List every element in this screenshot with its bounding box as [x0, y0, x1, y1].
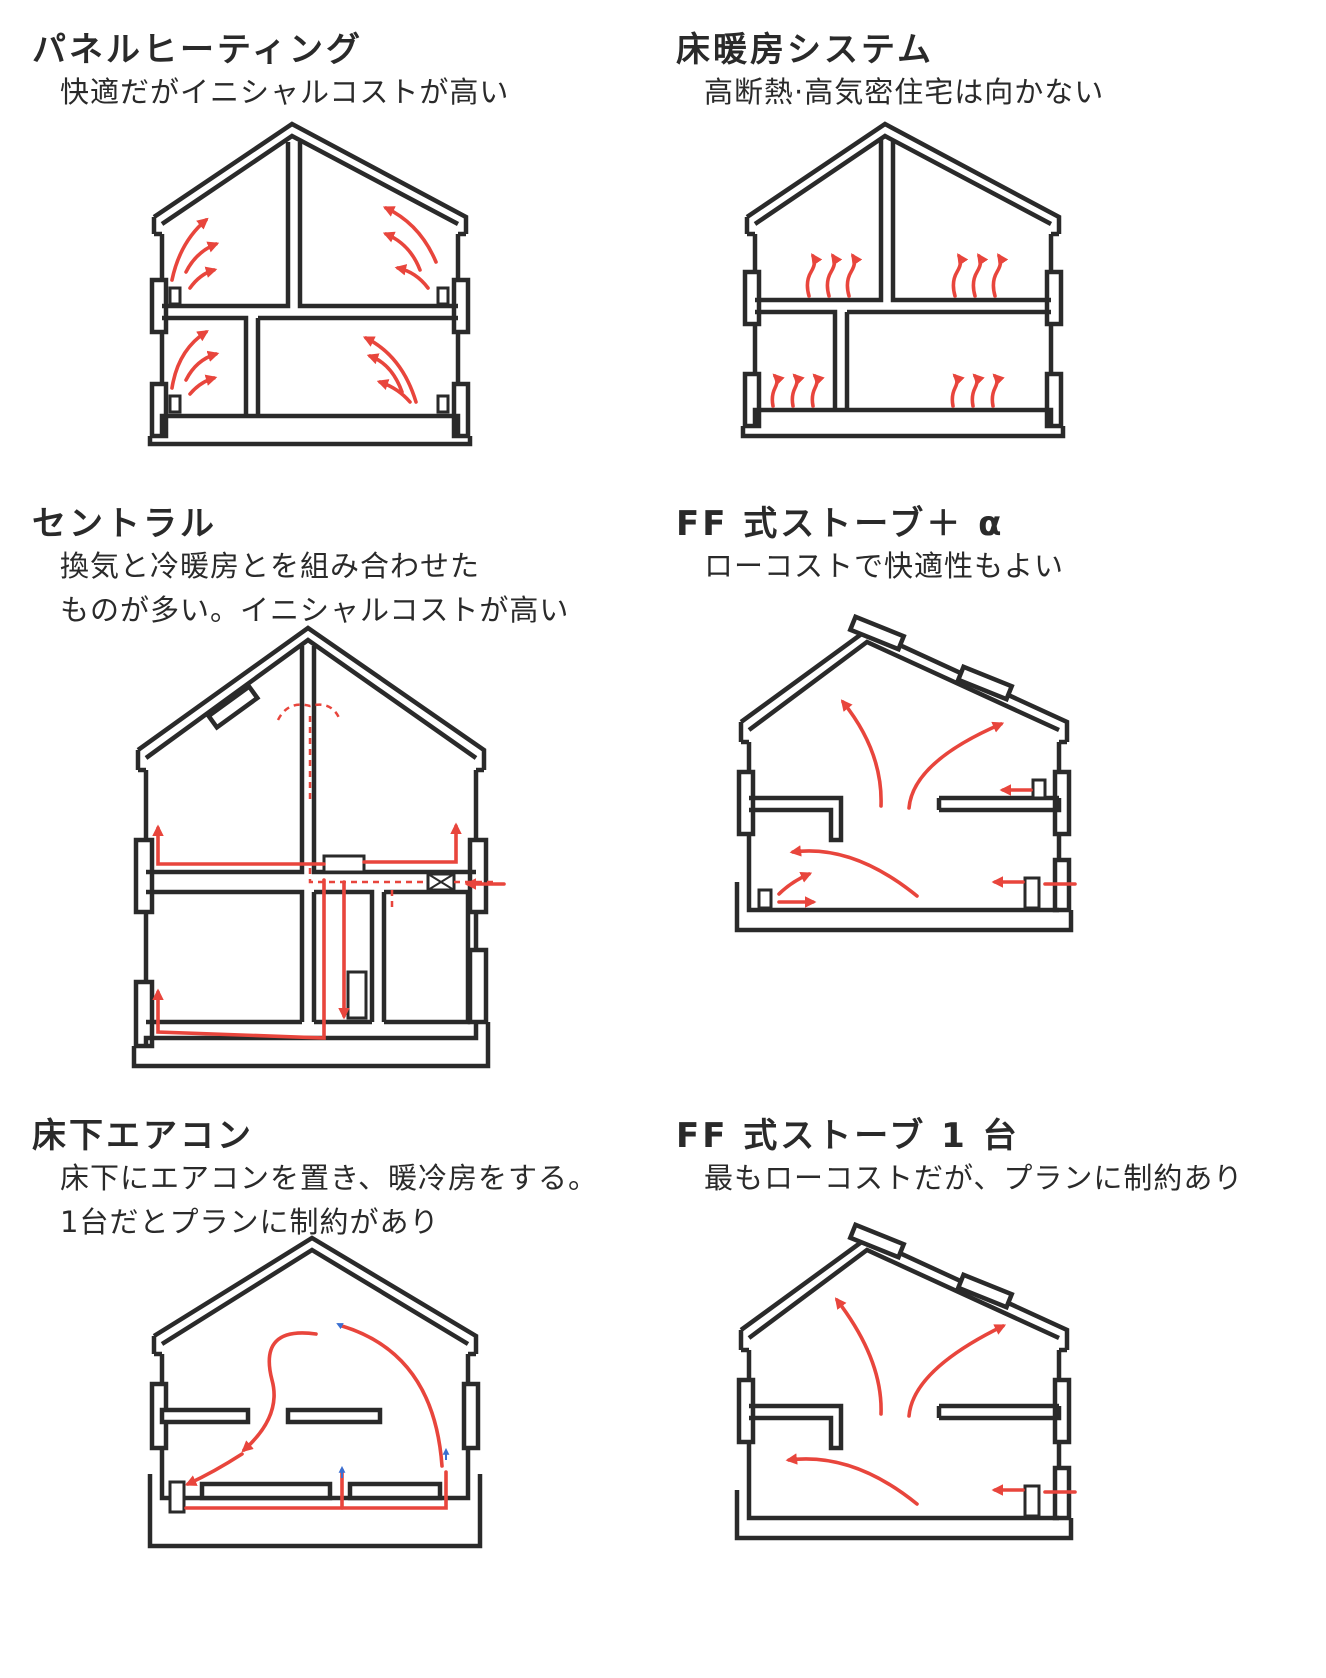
underfloor-duct — [347, 1481, 443, 1501]
description-line: 1台だとプランに制約があり — [60, 1205, 440, 1239]
underfloor-duct — [199, 1481, 333, 1501]
description-line: 最もローコストだが、プランに制約あり — [704, 1161, 1244, 1195]
panel-description: 最もローコストだが、プランに制約あり — [704, 1156, 1243, 1200]
description-line: ものが多い。イニシャルコストが高い — [60, 593, 570, 627]
panel-heater — [168, 394, 182, 414]
window-right — [467, 837, 489, 915]
window-left — [133, 837, 155, 915]
description-line: 換気と冷暖房とを組み合わせた — [60, 549, 481, 583]
house-diagram-central — [131, 625, 506, 1069]
window-left — [736, 769, 756, 837]
heat-flow-arrows — [770, 253, 1009, 408]
panel-description: ローコストで快適性もよい — [704, 544, 1064, 588]
air-flow-arrows — [184, 1323, 450, 1510]
roof-window — [955, 663, 1015, 703]
panel-underfloor-ac: 床下エアコン 床下にエアコンを置き、暖冷房をする。 1台だとプランに制約があり — [32, 1108, 672, 1648]
panel-title: FF 式ストーブ＋ α — [676, 504, 1005, 544]
panel-title: 床下エアコン — [32, 1116, 254, 1156]
panel-heater — [436, 286, 450, 306]
house-diagram-panel-heating — [147, 121, 473, 447]
panel-central: セントラル 換気と冷暖房とを組み合わせた ものが多い。イニシャルコストが高い — [32, 496, 672, 1036]
house-diagram-floor-heating — [740, 121, 1066, 439]
panel-title: パネルヒーティング — [32, 30, 363, 70]
panel-description: 高断熱·高気密住宅は向かない — [704, 70, 1104, 114]
roof-window — [205, 683, 261, 731]
panel-heater — [436, 394, 450, 414]
panel-panel-heating: パネルヒーティング 快適だがイニシャルコストが高い — [32, 22, 672, 562]
panel-title: セントラル — [32, 504, 217, 544]
heat-source-unit — [346, 970, 368, 1020]
roof-window — [847, 1221, 907, 1261]
heat-flow-arrows — [785, 1297, 1077, 1506]
house-diagram-ff-stove-plus — [734, 613, 1077, 933]
house-diagram-underfloor-ac — [147, 1235, 483, 1549]
panel-description: 床下にエアコンを置き、暖冷房をする。 1台だとプランに制約があり — [60, 1156, 598, 1244]
air-conditioner — [168, 1480, 186, 1514]
stove — [757, 888, 773, 910]
description-line: 快適だがイニシャルコストが高い — [60, 75, 510, 109]
panel-title: 床暖房システム — [676, 30, 934, 70]
panel-ff-stove-single: FF 式ストーブ 1 台 最もローコストだが、プランに制約あり — [676, 1108, 1316, 1648]
window-right — [461, 1381, 481, 1451]
window-right — [1052, 769, 1072, 837]
air-handling-unit — [322, 854, 366, 874]
panel-floor-heating: 床暖房システム 高断熱·高気密住宅は向かない — [676, 22, 1316, 562]
panel-description: 快適だがイニシャルコストが高い — [60, 70, 509, 114]
window-left — [736, 1377, 756, 1445]
ff-stove — [1023, 876, 1041, 910]
stove — [1031, 778, 1047, 800]
panel-title: FF 式ストーブ 1 台 — [676, 1116, 1020, 1156]
window-right — [1052, 1377, 1072, 1445]
description-line: 床下にエアコンを置き、暖冷房をする。 — [60, 1161, 598, 1195]
panel-heater — [168, 286, 182, 306]
heat-flow-arrows — [170, 206, 438, 404]
ff-stove — [1023, 1484, 1041, 1518]
floor-slab — [159, 1407, 251, 1425]
heat-flow-arrows — [777, 699, 1077, 908]
roof-window — [955, 1271, 1015, 1311]
panel-description: 換気と冷暖房とを組み合わせた ものが多い。イニシャルコストが高い — [60, 544, 569, 632]
house-diagram-ff-stove-single — [734, 1221, 1077, 1541]
floor-slab — [285, 1407, 383, 1425]
description-line: ローコストで快適性もよい — [704, 549, 1065, 583]
panel-ff-stove-plus: FF 式ストーブ＋ α ローコストで快適性もよい — [676, 496, 1316, 1036]
roof-window — [847, 613, 907, 653]
description-line: 高断熱·高気密住宅は向かない — [704, 75, 1105, 109]
air-flow-arrows — [152, 703, 506, 1040]
ventilation-fan — [426, 872, 456, 892]
window-right-lower — [467, 947, 489, 1025]
